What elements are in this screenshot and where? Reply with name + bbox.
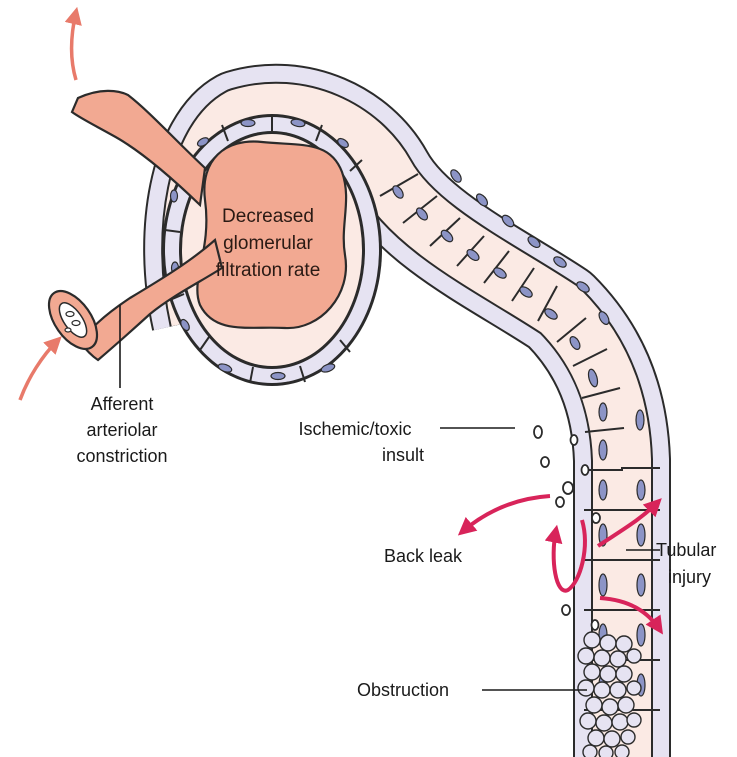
afferent-label-line1: Afferent <box>91 394 154 414</box>
glomerulus-label-line3: filtration rate <box>216 260 321 281</box>
tubular-injury-label-line1: Tubular <box>656 540 716 560</box>
afferent-label-line3: constriction <box>76 446 167 466</box>
ischemic-label-line1: Ischemic/toxic <box>298 419 411 439</box>
glomerulus-label: Decreased glomerular filtration rate <box>216 206 321 281</box>
blood-flow-in-arrow <box>20 340 58 400</box>
afferent-label-line2: arteriolar <box>86 420 157 440</box>
blood-flow-out-arrow <box>72 12 77 80</box>
back-leak-label: Back leak <box>384 546 463 566</box>
ischemic-label: Ischemic/toxic insult <box>298 419 424 465</box>
afferent-label: Afferent arteriolar constriction <box>76 394 167 466</box>
glomerulus-label-line2: glomerular <box>223 233 313 254</box>
tubular-injury-label-line2: injury <box>668 567 711 587</box>
back-leak-arrow <box>462 496 550 532</box>
glomerulus-label-line1: Decreased <box>222 206 314 227</box>
obstruction-label: Obstruction <box>357 680 449 700</box>
ischemic-label-line2: insult <box>382 445 424 465</box>
